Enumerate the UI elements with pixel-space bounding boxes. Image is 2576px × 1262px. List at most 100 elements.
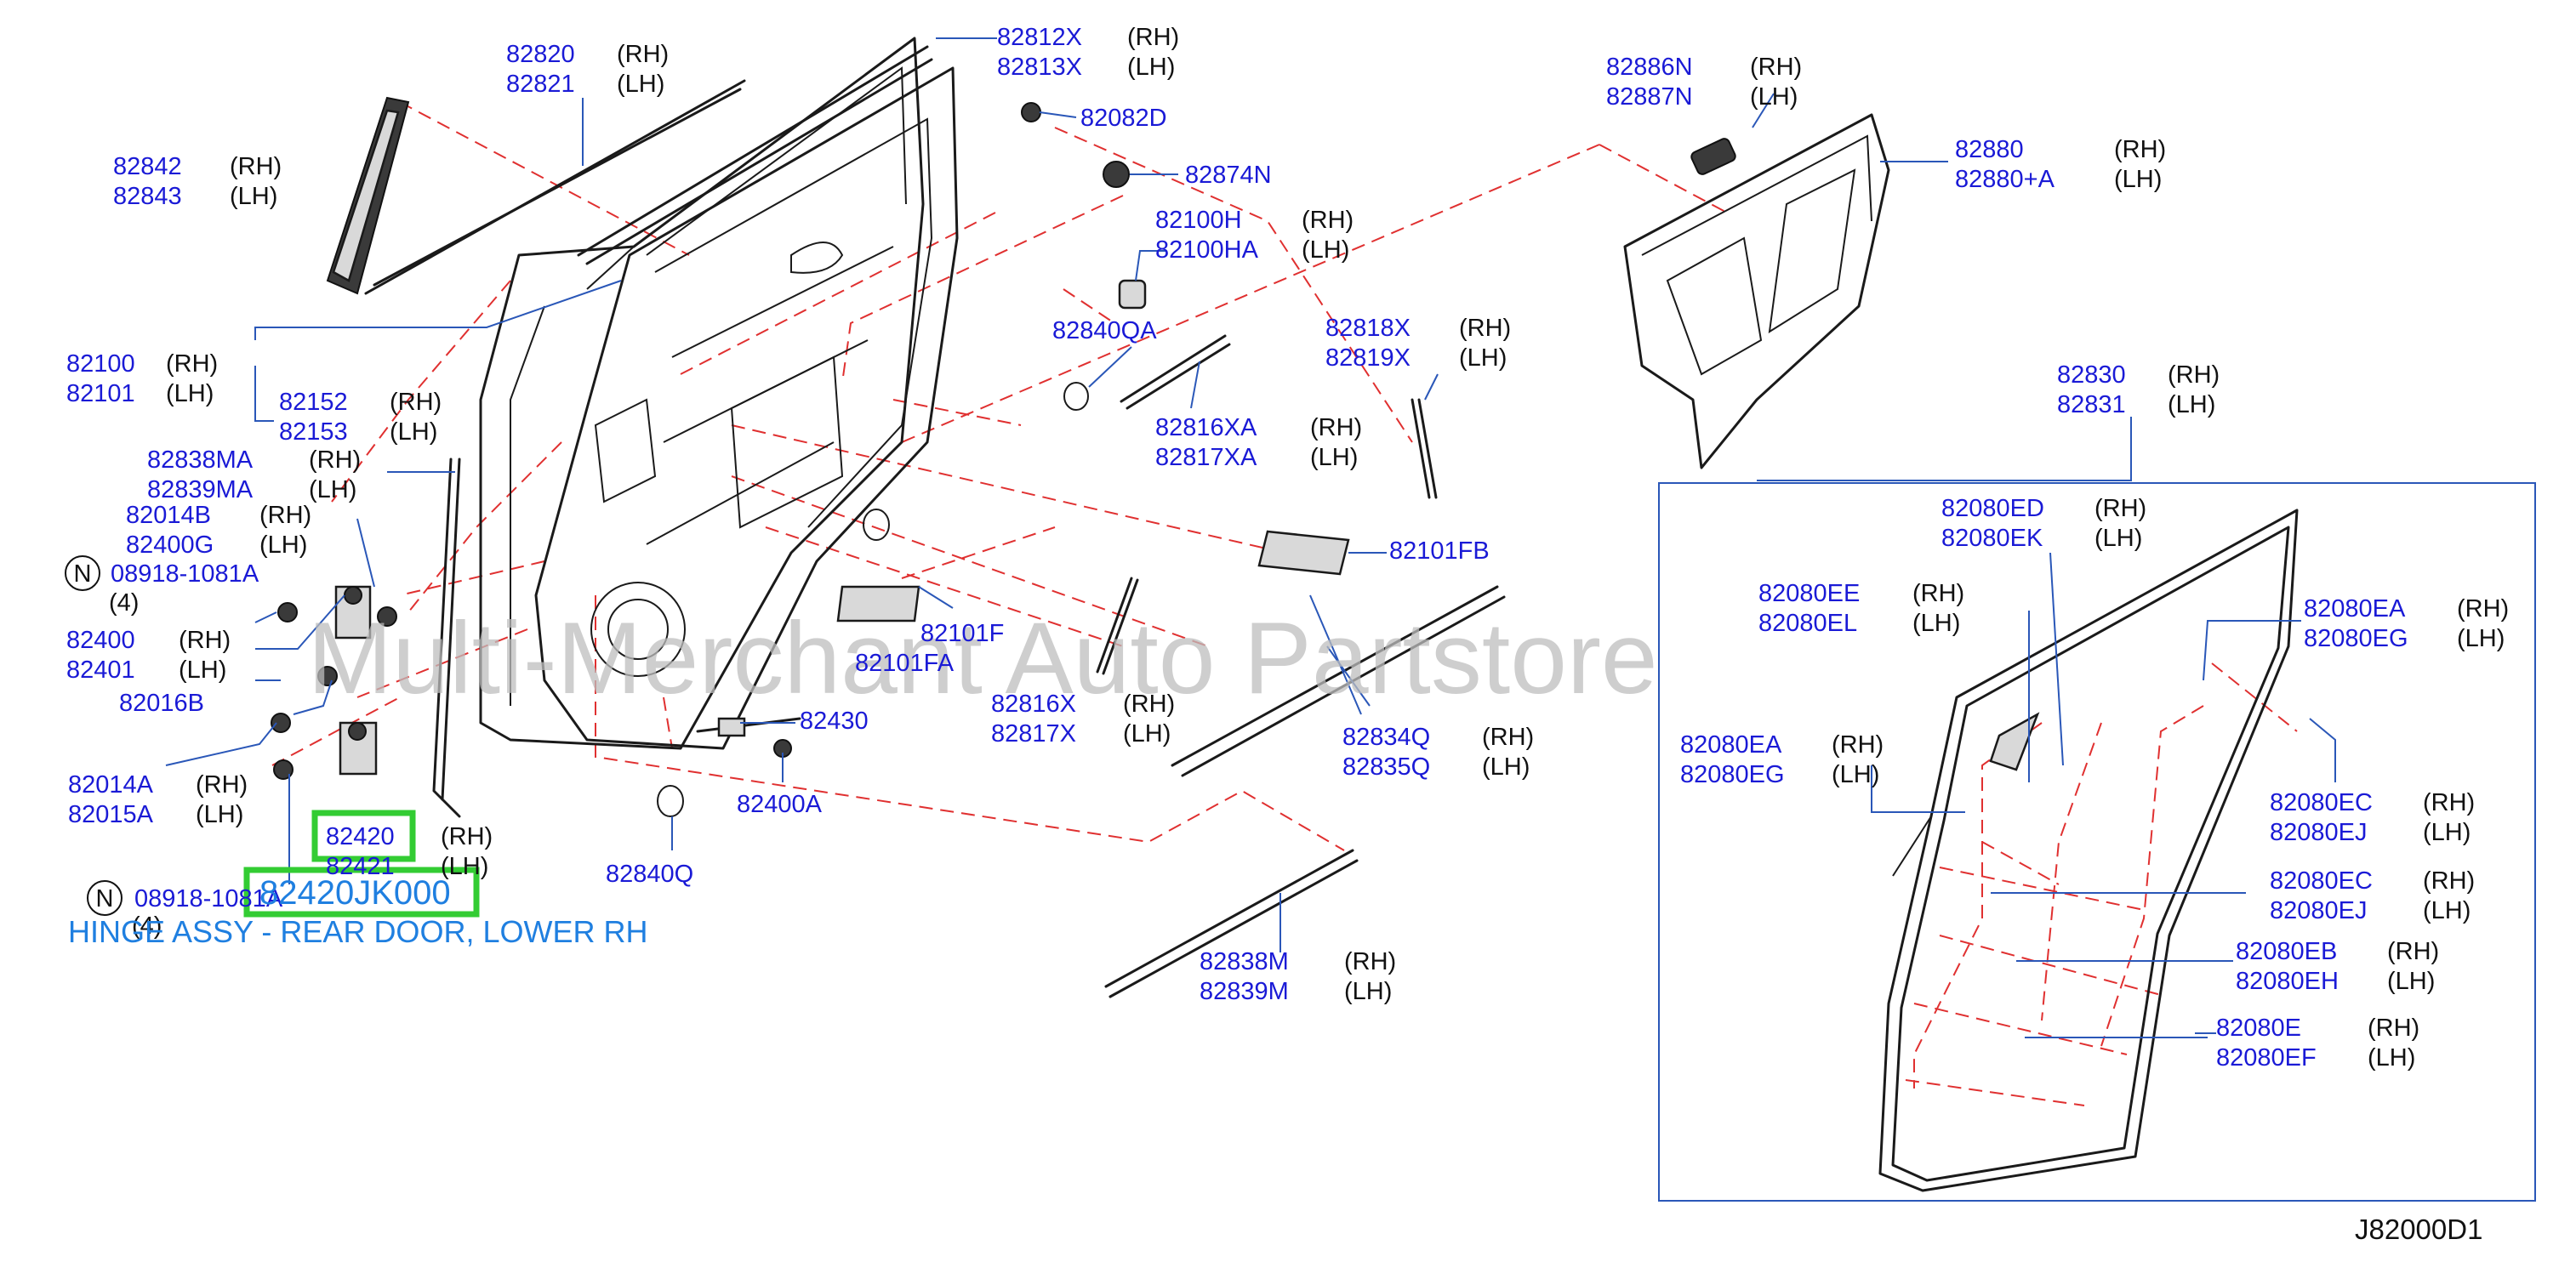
callout-82840qa[interactable]: 82840QA <box>1052 317 1157 344</box>
highlight-box-82420jk000[interactable] <box>243 867 480 918</box>
callout-82082d[interactable]: 82082D <box>1080 105 1167 132</box>
svg-text:(RH): (RH) <box>196 771 248 799</box>
callout-82816x[interactable]: 82816X 82817X (RH) (LH) <box>991 691 1175 748</box>
svg-text:82080EJ: 82080EJ <box>2270 897 2368 924</box>
callout-82100h[interactable]: 82100H 82100HA (RH) (LH) <box>1155 207 1354 264</box>
svg-text:(LH): (LH) <box>617 71 664 98</box>
svg-text:82830: 82830 <box>2057 361 2126 389</box>
callout-82016b[interactable]: 82016B <box>119 690 204 717</box>
svg-text:82840Q: 82840Q <box>606 861 693 888</box>
callout-82101f[interactable]: 82101F 82101FA <box>855 620 1004 677</box>
svg-text:(RH): (RH) <box>2387 938 2439 965</box>
svg-text:(LH): (LH) <box>1344 978 1392 1005</box>
svg-text:08918-1081A: 08918-1081A <box>134 885 283 912</box>
svg-text:82080EL: 82080EL <box>1758 610 1857 637</box>
callout-82420[interactable]: 82420 82421 (RH) (LH) <box>326 823 493 880</box>
svg-text:82835Q: 82835Q <box>1342 753 1430 781</box>
callout-82830[interactable]: 82830 82831 (RH) (LH) <box>2057 361 2220 418</box>
svg-text:(LH): (LH) <box>2114 166 2162 193</box>
svg-text:82816XA: 82816XA <box>1155 414 1257 441</box>
svg-text:82080EH: 82080EH <box>2236 968 2339 995</box>
callout-82400[interactable]: 82400 82401 (RH) (LH) <box>66 627 231 684</box>
outer-weatherstrip-upper <box>364 79 746 295</box>
callout-82100[interactable]: 82100 82101 (RH) (LH) <box>66 350 218 407</box>
callout-82400a[interactable]: 82400A <box>737 791 823 818</box>
svg-text:(LH): (LH) <box>1832 761 1879 788</box>
callout-08918-1081a-upper[interactable]: N 08918-1081A (4) <box>65 555 259 617</box>
svg-text:(LH): (LH) <box>1310 444 1358 471</box>
callout-82014b[interactable]: 82014B 82400G (RH) (LH) <box>126 502 311 559</box>
n-badge-icon <box>87 880 123 916</box>
leader-lines <box>165 37 2336 1038</box>
svg-text:(LH): (LH) <box>1912 610 1960 637</box>
callout-82874n[interactable]: 82874N <box>1185 162 1272 189</box>
callout-82014a[interactable]: 82014A 82015A (RH) (LH) <box>68 771 248 828</box>
svg-text:(RH): (RH) <box>2168 361 2220 389</box>
svg-text:82014A: 82014A <box>68 771 154 799</box>
svg-text:82401: 82401 <box>66 657 135 684</box>
svg-text:82080EJ: 82080EJ <box>2270 819 2368 846</box>
svg-text:82101FA: 82101FA <box>855 650 955 677</box>
callout-82880[interactable]: 82880 82880+A (RH) (LH) <box>1955 136 2166 193</box>
svg-text:(LH): (LH) <box>2423 897 2471 924</box>
svg-text:82080EF: 82080EF <box>2216 1044 2317 1072</box>
svg-text:(RH): (RH) <box>1459 315 1511 342</box>
svg-text:82421: 82421 <box>326 853 395 880</box>
svg-text:(RH): (RH) <box>1912 580 1964 607</box>
svg-text:82080EB: 82080EB <box>2236 938 2337 965</box>
svg-text:82880+A: 82880+A <box>1955 166 2055 193</box>
callout-82080ea-right[interactable]: 82080EA 82080EG (RH) (LH) <box>2304 595 2509 652</box>
n-badge-icon <box>65 555 100 591</box>
svg-text:(RH): (RH) <box>1302 207 1354 234</box>
svg-text:82821: 82821 <box>506 71 575 98</box>
callout-82101fb[interactable]: 82101FB <box>1389 537 1490 565</box>
svg-text:(LH): (LH) <box>2094 525 2142 552</box>
callout-82080ea-left[interactable]: 82080EA 82080EG (RH) (LH) <box>1680 731 1884 788</box>
svg-text:82101: 82101 <box>66 380 135 407</box>
callout-08918-1081a-lower[interactable]: N 08918-1081A (4) <box>87 880 283 940</box>
callout-82820[interactable]: 82820 82821 (RH) (LH) <box>506 41 669 98</box>
highlight-box-82420[interactable] <box>311 810 416 862</box>
check-link-drawing <box>696 717 801 758</box>
svg-text:(RH): (RH) <box>1750 54 1802 81</box>
svg-text:82840QA: 82840QA <box>1052 317 1157 344</box>
door-outer-panel <box>479 37 925 750</box>
svg-text:82080EE: 82080EE <box>1758 580 1860 607</box>
callout-82080e[interactable]: 82080E 82080EF (RH) (LH) <box>2216 1015 2419 1072</box>
callout-82838ma[interactable]: 82838MA 82839MA (RH) (LH) <box>147 446 361 503</box>
callout-82152[interactable]: 82152 82153 (RH) (LH) <box>279 389 442 446</box>
callout-82080ed[interactable]: 82080ED 82080EK (RH) (LH) <box>1941 495 2146 552</box>
highlighted-part-number[interactable]: 82420JK000 <box>259 874 451 912</box>
callout-82840q[interactable]: 82840Q <box>606 861 693 888</box>
svg-text:82838M: 82838M <box>1200 948 1289 975</box>
callout-82818x[interactable]: 82818X 82819X (RH) (LH) <box>1325 315 1511 372</box>
svg-text:82839MA: 82839MA <box>147 476 254 503</box>
svg-text:(RH): (RH) <box>2114 136 2166 163</box>
svg-text:82082D: 82082D <box>1080 105 1167 132</box>
svg-text:82813X: 82813X <box>997 54 1082 81</box>
front-garnish-82842 <box>326 96 410 295</box>
callout-82816xa[interactable]: 82816XA 82817XA (RH) (LH) <box>1155 414 1362 471</box>
callout-82812x[interactable]: 82812X 82813X (RH) (LH) <box>997 24 1179 81</box>
callout-82080ee[interactable]: 82080EE 82080EL (RH) (LH) <box>1758 580 1964 637</box>
svg-text:(4): (4) <box>132 912 162 940</box>
callout-82886n[interactable]: 82886N 82887N (RH) (LH) <box>1606 54 1802 111</box>
callout-82080ec-upper[interactable]: 82080EC 82080EJ (RH) (LH) <box>2270 789 2475 846</box>
lower-hinge-drawing <box>271 585 397 780</box>
svg-text:82887N: 82887N <box>1606 83 1693 111</box>
callout-82080ec-lower[interactable]: 82080EC 82080EJ (RH) (LH) <box>2270 867 2475 924</box>
svg-text:82843: 82843 <box>113 183 182 210</box>
callout-82834q[interactable]: 82834Q 82835Q (RH) (LH) <box>1342 724 1534 781</box>
svg-text:82818X: 82818X <box>1325 315 1411 342</box>
svg-text:82400: 82400 <box>66 627 135 654</box>
callout-82838m[interactable]: 82838M 82839M (RH) (LH) <box>1200 948 1396 1005</box>
callout-82080eb[interactable]: 82080EB 82080EH (RH) (LH) <box>2236 938 2439 995</box>
callout-82430[interactable]: 82430 <box>800 708 869 735</box>
svg-text:82153: 82153 <box>279 418 348 446</box>
svg-text:82080EC: 82080EC <box>2270 867 2373 895</box>
callout-82842[interactable]: 82842 82843 (RH) (LH) <box>113 153 282 210</box>
svg-text:(RH): (RH) <box>2368 1015 2419 1042</box>
svg-text:82831: 82831 <box>2057 391 2126 418</box>
svg-text:82100: 82100 <box>66 350 135 378</box>
